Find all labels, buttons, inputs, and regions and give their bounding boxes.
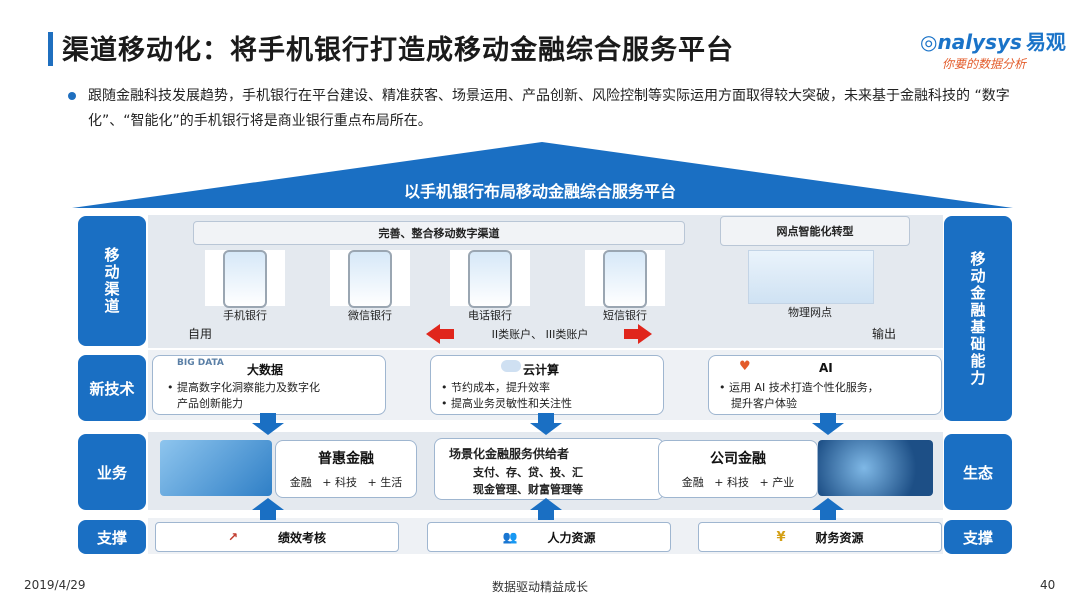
tech-title: 大数据 bbox=[247, 363, 284, 377]
support-label: 人力资源 bbox=[547, 530, 596, 545]
tech-line: • 节约成本，提升效率 bbox=[441, 381, 550, 394]
logo-swirl-icon: ◎ bbox=[920, 30, 938, 54]
left-red-arrow-icon bbox=[426, 324, 454, 344]
wechat-bank-image bbox=[330, 250, 410, 308]
tech-title: AI bbox=[819, 361, 833, 375]
tech-line: • 提高业务灵敏性和关注性 bbox=[441, 397, 572, 410]
bullet-dot-icon bbox=[68, 92, 76, 100]
down-arrow-icon bbox=[252, 413, 284, 435]
roof-triangle bbox=[72, 142, 1013, 208]
footer-date: 2019/4/29 bbox=[24, 578, 86, 592]
support-label: 财务资源 bbox=[815, 530, 864, 545]
channel-label-sms: 短信银行 bbox=[603, 309, 647, 322]
right-red-arrow-icon bbox=[624, 324, 652, 344]
growth-chart-icon: ↗ bbox=[227, 530, 239, 544]
biz-title: 公司金融 bbox=[710, 451, 766, 467]
tech-ai: ♥ AI • 运用 AI 技术打造个性化服务， 提升客户体验 bbox=[708, 355, 942, 415]
biz-sub: 金融 + 科技 + 生活 bbox=[289, 476, 403, 489]
corporate-finance-image bbox=[818, 440, 933, 496]
account-types-label: II类账户、 III类账户 bbox=[491, 328, 589, 341]
tech-line: • 运用 AI 技术打造个性化服务， bbox=[719, 381, 879, 394]
biz-line: 现金管理、财富管理等 bbox=[473, 483, 583, 496]
footer-slogan: 数据驱动精益成长 bbox=[491, 580, 588, 594]
account-arrows bbox=[426, 324, 652, 344]
page-title: 渠道移动化：将手机银行打造成移动金融综合服务平台 bbox=[62, 35, 734, 66]
logo-cn: 易观 bbox=[1025, 30, 1066, 54]
tech-title: 云计算 bbox=[523, 363, 560, 377]
money-icon: ¥ bbox=[776, 529, 786, 545]
channel-label-mobile: 手机银行 bbox=[223, 309, 267, 322]
phone-bank-image bbox=[450, 250, 530, 308]
sms-bank-image bbox=[585, 250, 665, 308]
biz-sub: 金融 + 科技 + 产业 bbox=[681, 476, 795, 489]
biz-line: 支付、存、贷、投、汇 bbox=[473, 466, 583, 479]
support-label: 绩效考核 bbox=[278, 530, 327, 545]
branch-transform-header: 网点智能化转型 bbox=[720, 216, 910, 246]
inclusive-finance-image bbox=[160, 440, 272, 496]
pill-mobile-channel: 移动渠道 bbox=[78, 216, 146, 346]
up-arrow-icon bbox=[252, 498, 284, 520]
tech-cloud: 云计算 • 节约成本，提升效率 • 提高业务灵敏性和关注性 bbox=[430, 355, 664, 415]
phone-icon bbox=[223, 250, 267, 308]
biz-title: 场景化金融服务供给者 bbox=[449, 447, 570, 461]
title-accent-bar bbox=[48, 32, 53, 66]
intro-bullet: 跟随金融科技发展趋势，手机银行在平台建设、精准获客、场景运用、产品创新、风险控制… bbox=[88, 88, 1010, 129]
cloud-icon bbox=[501, 360, 521, 372]
pill-ecology: 生态 bbox=[944, 434, 1012, 510]
footer-page-number: 40 bbox=[1040, 578, 1056, 592]
channel-label-wechat: 微信银行 bbox=[348, 309, 392, 322]
support-human-resources: 👥 人力资源 bbox=[427, 522, 671, 552]
logo-tagline: 你要的数据分析 bbox=[942, 57, 1027, 71]
tech-line: 提升客户体验 bbox=[731, 397, 797, 410]
pill-infra-capability: 移动金融基础能力 bbox=[944, 216, 1012, 421]
phone-icon bbox=[468, 250, 512, 308]
phone-icon bbox=[348, 250, 392, 308]
pill-new-tech: 新技术 bbox=[78, 355, 146, 421]
support-performance: ↗ 绩效考核 bbox=[155, 522, 399, 552]
branch-image bbox=[748, 250, 874, 304]
biz-title: 普惠金融 bbox=[318, 451, 374, 467]
channel-label-phone: 电话银行 bbox=[468, 309, 512, 322]
logo-text: nalysys bbox=[937, 30, 1022, 54]
up-arrow-icon bbox=[530, 498, 562, 520]
scenario-finance-box: 场景化金融服务供给者 支付、存、贷、投、汇 现金管理、财富管理等 bbox=[434, 438, 664, 500]
channel-label-branch: 物理网点 bbox=[788, 306, 832, 319]
up-arrow-icon bbox=[812, 498, 844, 520]
tech-line: 产品创新能力 bbox=[177, 397, 243, 410]
pill-business: 业务 bbox=[78, 434, 146, 510]
roof-label: 以手机银行布局移动金融综合服务平台 bbox=[403, 182, 676, 201]
corporate-finance-box: 公司金融 金融 + 科技 + 产业 bbox=[658, 440, 818, 498]
support-finance: ¥ 财务资源 bbox=[698, 522, 942, 552]
tech-big-data: BIG DATA 大数据 • 提高数字化洞察能力及数字化 产品创新能力 bbox=[152, 355, 386, 415]
big-data-icon: BIG DATA bbox=[177, 358, 224, 368]
down-arrow-icon bbox=[812, 413, 844, 435]
down-arrow-icon bbox=[530, 413, 562, 435]
pill-support-left: 支撑 bbox=[78, 520, 146, 554]
phone-icon bbox=[603, 250, 647, 308]
people-icon: 👥 bbox=[502, 530, 518, 544]
mobile-bank-image bbox=[205, 250, 285, 308]
pill-support-right: 支撑 bbox=[944, 520, 1012, 554]
channel-integration-header: 完善、整合移动数字渠道 bbox=[193, 221, 685, 245]
heart-hands-icon: ♥ bbox=[739, 359, 751, 374]
output-label: 输出 bbox=[872, 327, 897, 341]
tech-line: • 提高数字化洞察能力及数字化 bbox=[167, 381, 320, 394]
inclusive-finance-box: 普惠金融 金融 + 科技 + 生活 bbox=[275, 440, 417, 498]
self-use-label: 自用 bbox=[188, 327, 213, 341]
